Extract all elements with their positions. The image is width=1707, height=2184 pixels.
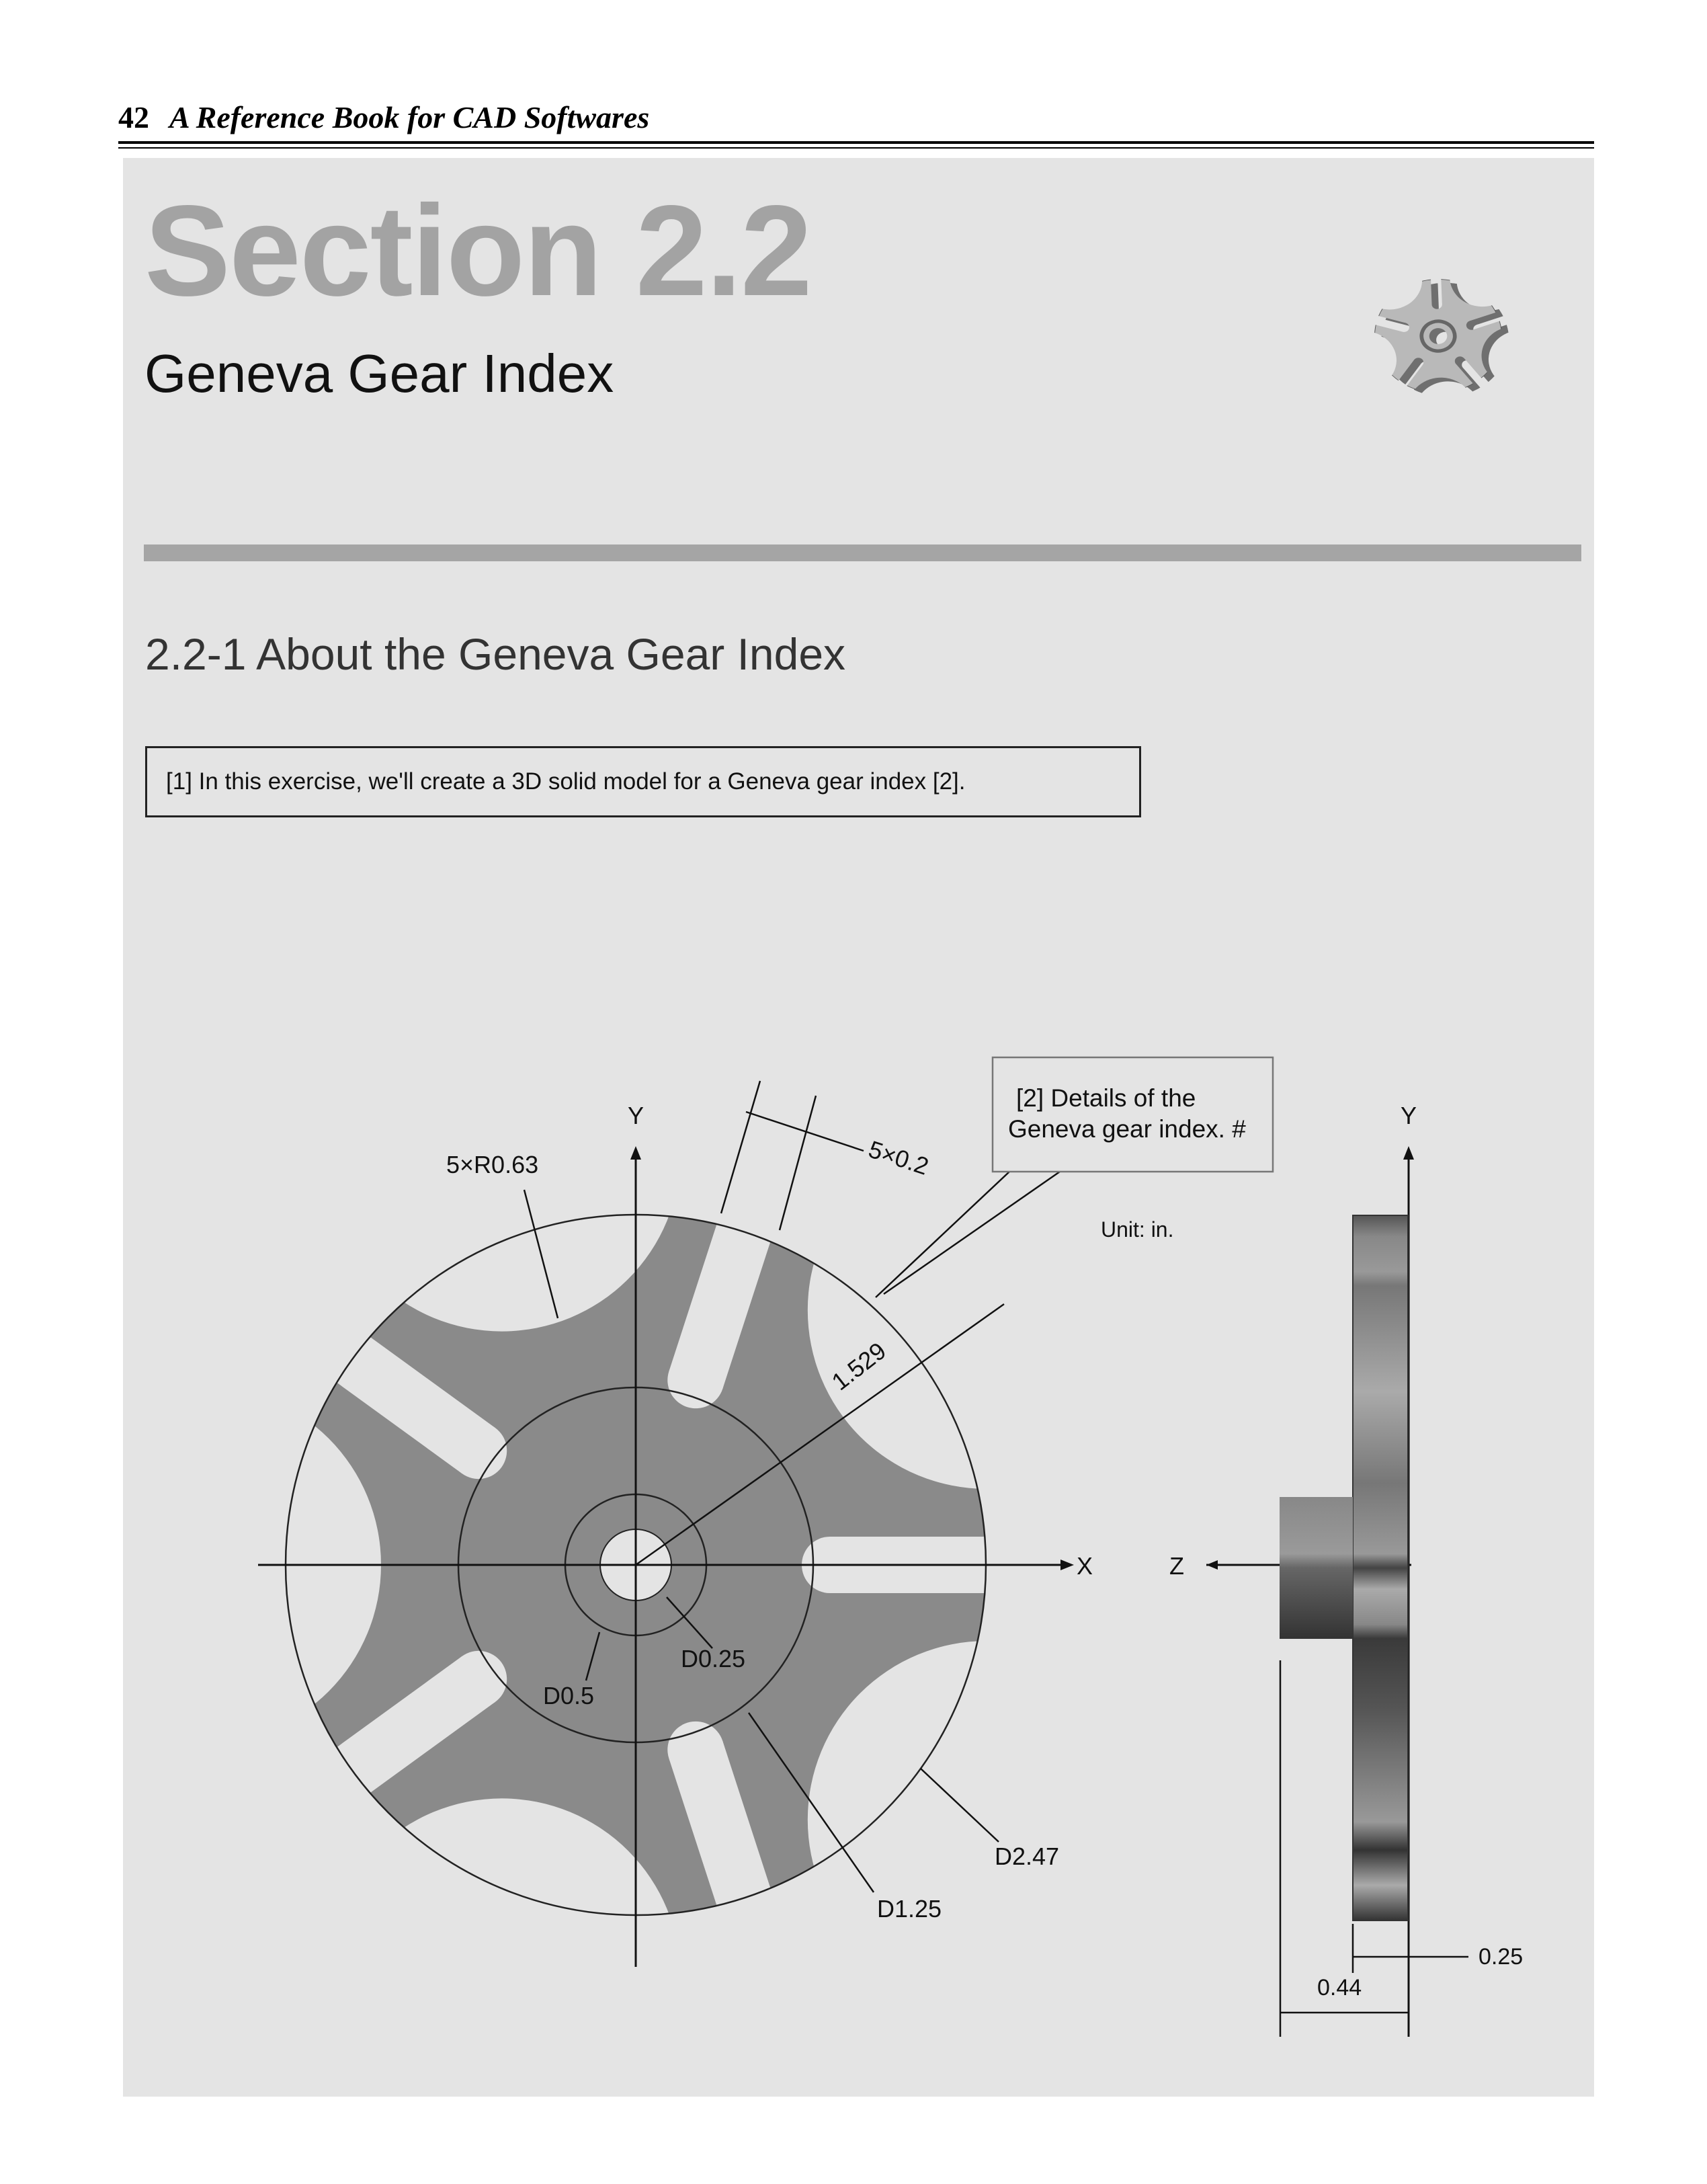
dim-slot-width: 5×0.2 (866, 1135, 932, 1180)
header-rule-thin (118, 147, 1594, 149)
dim-hole: D0.25 (681, 1645, 745, 1672)
callout-box (991, 1056, 1274, 1173)
dim-outer: D2.47 (995, 1843, 1059, 1870)
geneva-gear-3d-icon (1374, 278, 1509, 397)
book-title: A Reference Book for CAD Softwares (169, 100, 650, 134)
section-subtitle: Geneva Gear Index (144, 343, 614, 403)
axis-z-label: Z (1169, 1552, 1184, 1580)
dim-cut-radius: 5×R0.63 (446, 1151, 538, 1178)
side-hub (1280, 1497, 1353, 1639)
axis-arrows (630, 1146, 1414, 1570)
axis-x-label: X (1077, 1552, 1093, 1580)
note-text: [1] In this exercise, we'll create a 3D … (166, 768, 966, 795)
header-rule (118, 141, 1594, 144)
axis-y-side-label: Y (1401, 1102, 1417, 1129)
callout-line1: [2] Details of the (1016, 1084, 1196, 1112)
page-header: 42 A Reference Book for CAD Softwares (118, 99, 649, 135)
section-title: Section 2.2 (144, 178, 813, 323)
side-plate (1352, 1215, 1409, 1921)
dim-plate-thickness: 0.25 (1479, 1944, 1523, 1970)
callout-line2: Geneva gear index. # (1008, 1115, 1246, 1143)
axis-y-label: Y (628, 1102, 644, 1129)
dimension-lines (523, 1080, 1468, 2037)
unit-label: Unit: in. (1101, 1217, 1173, 1242)
dim-inner-circle: D1.25 (877, 1895, 942, 1923)
subsection-heading: 2.2-1 About the Geneva Gear Index (145, 629, 846, 679)
dim-total-thickness: 0.44 (1317, 1975, 1362, 2000)
section-divider (144, 544, 1581, 561)
page-number: 42 (118, 100, 149, 134)
dim-hub: D0.5 (543, 1682, 594, 1709)
note-box: [1] In this exercise, we'll create a 3D … (145, 746, 1141, 817)
